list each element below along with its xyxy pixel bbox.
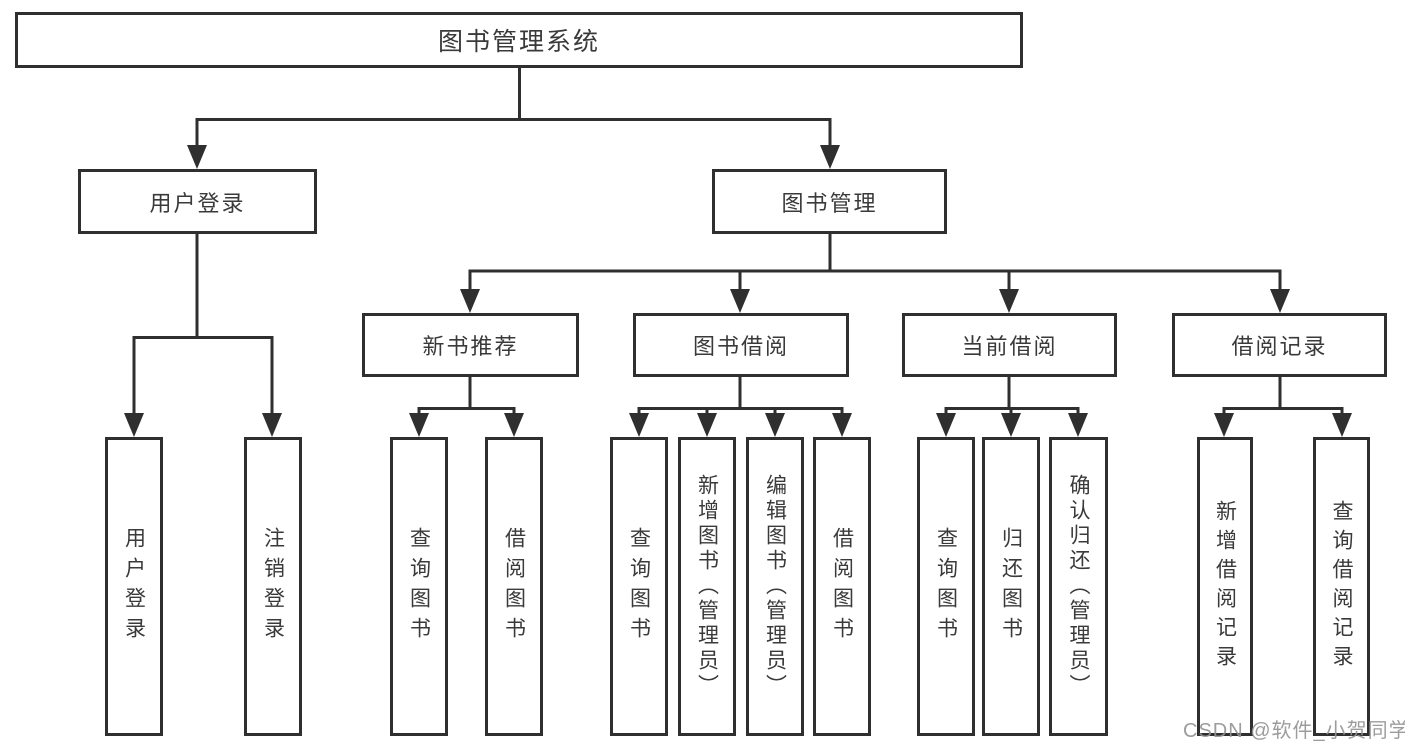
leaf-return-books-label: 归还图书 <box>999 526 1023 647</box>
leaf-edit-books-admin: 编辑图书（管理员） <box>746 437 804 736</box>
leaf-confirm-return-admin: 确认归还（管理员） <box>1049 437 1108 736</box>
node-new-book-recommend-label: 新书推荐 <box>422 334 519 359</box>
arrow-heads <box>124 145 1352 437</box>
leaf-borrow-books-2-label: 借阅图书 <box>830 526 854 647</box>
leaf-edit-books-admin-label: 编辑图书（管理员） <box>763 474 787 699</box>
leaf-user-login-label: 用户登录 <box>122 526 146 647</box>
csdn-watermark: CSDN @软件_小贺同学 <box>1183 720 1405 742</box>
leaf-user-login: 用户登录 <box>105 437 163 736</box>
leaf-borrow-books-2: 借阅图书 <box>813 437 871 736</box>
node-book-management: 图书管理 <box>712 169 947 234</box>
leaf-logout: 注销登录 <box>244 437 302 736</box>
node-user-login: 用户登录 <box>78 169 317 234</box>
leaf-add-books-admin-label: 新增图书（管理员） <box>695 474 719 699</box>
leaf-borrow-books-1: 借阅图书 <box>485 437 543 736</box>
leaf-query-books-1-label: 查询图书 <box>407 526 431 647</box>
node-current-borrow-label: 当前借阅 <box>961 334 1058 359</box>
node-borrow-records: 借阅记录 <box>1172 313 1387 377</box>
leaf-add-books-admin: 新增图书（管理员） <box>678 437 736 736</box>
node-borrow-records-label: 借阅记录 <box>1231 334 1328 359</box>
leaf-query-books-2-label: 查询图书 <box>627 526 651 647</box>
node-book-management-label: 图书管理 <box>781 190 878 216</box>
node-current-borrow: 当前借阅 <box>902 313 1117 377</box>
leaf-logout-label: 注销登录 <box>261 526 285 647</box>
node-new-book-recommend: 新书推荐 <box>362 313 579 377</box>
leaf-confirm-return-admin-label: 确认归还（管理员） <box>1067 474 1090 699</box>
leaf-borrow-books-1-label: 借阅图书 <box>502 526 526 647</box>
leaf-query-books-2: 查询图书 <box>610 437 668 736</box>
leaf-return-books: 归还图书 <box>982 437 1040 736</box>
leaf-query-books-3-label: 查询图书 <box>934 526 958 647</box>
leaf-query-books-1: 查询图书 <box>390 437 448 736</box>
node-book-borrow-label: 图书借阅 <box>692 334 789 359</box>
leaf-add-borrow-record-label: 新增借阅记录 <box>1213 499 1237 674</box>
leaf-query-borrow-record-label: 查询借阅记录 <box>1330 499 1353 674</box>
leaf-query-borrow-record: 查询借阅记录 <box>1313 437 1370 736</box>
node-root-system: 图书管理系统 <box>15 12 1023 68</box>
node-book-borrow: 图书借阅 <box>633 313 849 377</box>
leaf-query-books-3: 查询图书 <box>917 437 975 736</box>
leaf-add-borrow-record: 新增借阅记录 <box>1197 437 1253 736</box>
node-root-label: 图书管理系统 <box>437 28 600 56</box>
node-user-login-label: 用户登录 <box>149 190 246 216</box>
